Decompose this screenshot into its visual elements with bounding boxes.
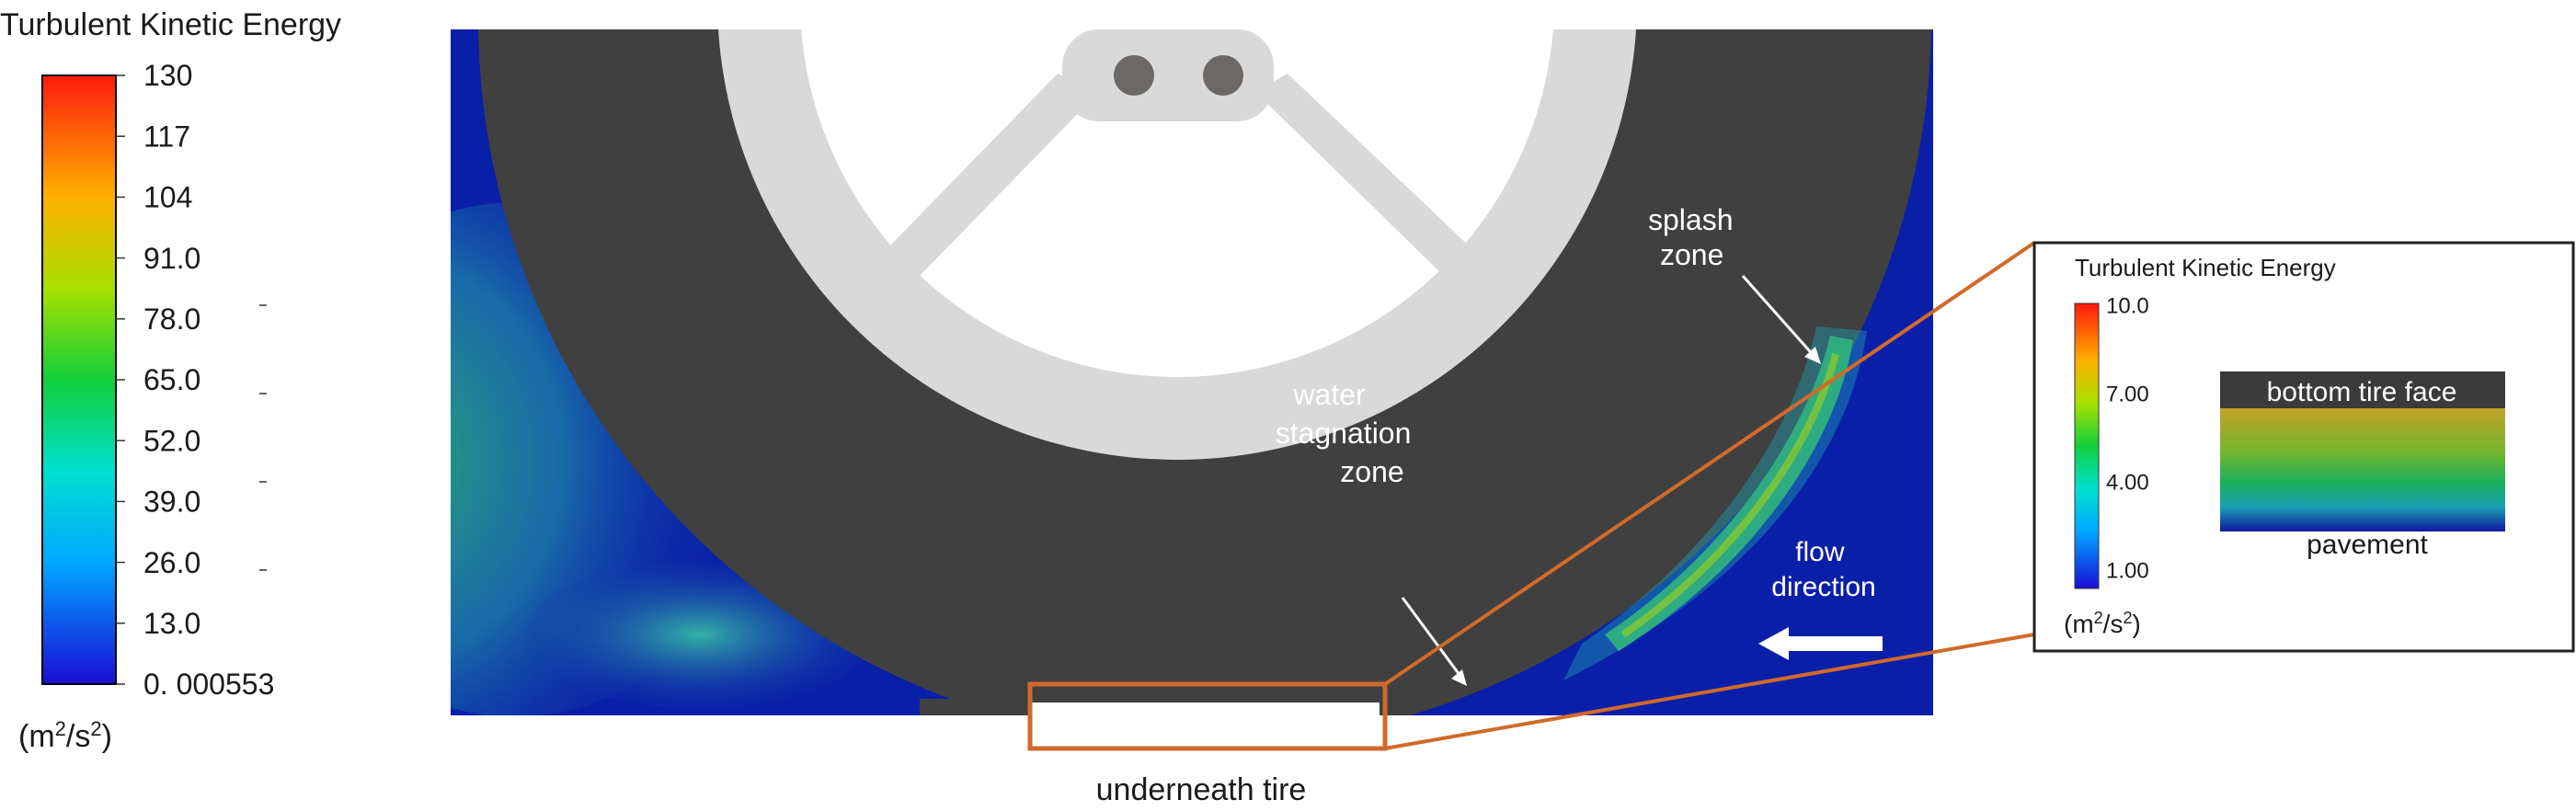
annotations: splash zone water stagnation zone flow d… [1027,203,2036,807]
inset-panel: Turbulent Kinetic Energy 10.0 7.00 4.00 1.0… [259,241,2575,653]
underneath-tire-label: underneath tire [1096,772,1307,807]
main-colorbar [41,74,117,685]
rim-spoke [1255,74,1471,276]
splash-zone-pointer-head [1804,347,1821,364]
zoom-connector-bottom [1384,633,2035,750]
colorbar-tick-label: 78.0 [143,303,200,336]
stagnation-zone-label: water stagnation zone [1276,378,1420,488]
colorbar-tick-label: 39.0 [143,485,200,519]
colorbar-tick-label: 117 [143,120,190,153]
colorbar-tick-label: 4.00 [2106,470,2149,495]
colorbar-tick-label: 104 [143,181,192,214]
colorbar-tick-label: 130 [143,59,192,92]
colorbar-tick-label: 52.0 [143,424,200,457]
inset-legend-ticks: 10.0 7.00 4.00 1.00 [259,293,2149,583]
lug-nut [1114,55,1154,96]
rim-spoke [887,74,1099,276]
colorbar-tick-label: 7.00 [2106,382,2149,406]
stagnation-zone-pointer [1401,597,1464,680]
wheel-hub [1062,29,1274,121]
main-legend: Turbulent Kinetic Energy 130 117 104 91.0 78… [0,7,341,754]
main-legend-unit: (m2/s2) [18,717,112,754]
colorbar-tick-label: 1.00 [2106,558,2149,583]
main-legend-ticks: 130 117 104 91.0 78.0 65.0 52.0 39.0 26.0 13.0 0. … [116,59,274,701]
inset-legend-unit: (m2/s2) [2064,609,2141,638]
colorbar-tick-label: 65.0 [143,363,200,396]
inset-velocity-band [2220,408,2505,531]
rim-inner [801,29,1553,377]
colorbar-tick-label: 26.0 [143,546,200,579]
underneath-tire-highlight-box [1027,681,1388,751]
colorbar-tick-label: 10.0 [2106,293,2149,318]
tire-simulation-image [451,29,1933,715]
splash-zone-label: splash zone [1648,203,1741,271]
stagnation-zone-pointer-head [1451,669,1467,686]
colorbar-tick-label: 0. 000553 [143,668,274,701]
splash-zone-core [1620,353,1839,638]
main-legend-title: Turbulent Kinetic Energy [0,7,341,42]
inset-legend-title: Turbulent Kinetic Energy [2075,254,2336,281]
zoom-connector-top [1383,241,2036,686]
colorbar-tick-label: 91.0 [143,242,200,275]
bottom-tire-face-bar [2220,371,2505,408]
flow-direction-label: flow direction [1771,537,1875,602]
under-tire-gap [1030,702,1380,715]
bottom-tire-face-label: bottom tire face [2267,377,2457,407]
colorbar-tick-label: 13.0 [143,607,200,640]
splash-zone-pointer [1741,275,1818,360]
flow-direction-arrow [1758,627,1883,660]
lug-nut [1203,55,1243,96]
pavement-label: pavement [2307,530,2428,560]
inset-colorbar [2074,303,2100,589]
splash-zone-halo [1563,326,1867,680]
